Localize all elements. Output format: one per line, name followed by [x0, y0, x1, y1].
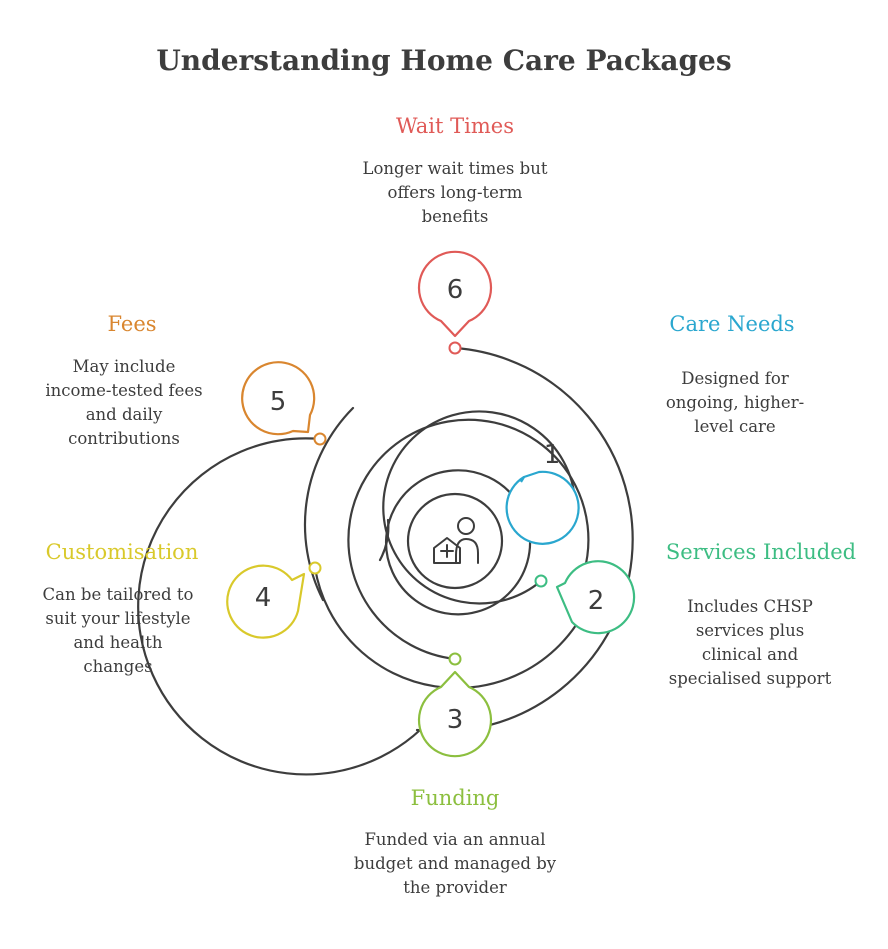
desc-services-included: Includes CHSP services plus clinical and… — [650, 595, 850, 691]
desc-line: suit your lifestyle — [45, 609, 191, 628]
center-circle — [406, 492, 504, 590]
ring-arc-1 — [384, 469, 532, 616]
ring-arc-6 — [415, 346, 634, 733]
ring-arc-4 — [313, 566, 587, 690]
step-number-5: 5 — [270, 387, 287, 417]
step-number-1: 1 — [544, 440, 561, 470]
dot-2 — [534, 574, 548, 588]
desc-funding: Funded via an annual budget and managed … — [325, 828, 585, 900]
dot-3 — [448, 652, 462, 666]
heading-customisation: Customisation — [45, 540, 199, 564]
step-bubble-4: 4 — [226, 564, 306, 639]
ring-arc-inner — [378, 518, 390, 562]
dot-4 — [308, 561, 322, 575]
dot-6 — [448, 341, 462, 355]
desc-line: budget and managed by — [353, 854, 557, 873]
desc-line: and daily — [85, 405, 163, 424]
step-bubble-1: 1 — [505, 440, 580, 545]
desc-line: specialised support — [668, 669, 832, 688]
ring-arc-3 — [347, 418, 590, 661]
dot-5 — [313, 432, 327, 446]
heading-funding: Funding — [410, 786, 500, 810]
desc-line: services plus — [695, 621, 805, 640]
ring-arc-5 — [137, 437, 442, 776]
desc-fees: May include income-tested fees and daily… — [24, 355, 224, 451]
desc-line: level care — [694, 417, 776, 436]
desc-line: the provider — [403, 878, 507, 897]
step-number-4: 4 — [255, 583, 272, 613]
step-number-2: 2 — [588, 586, 605, 616]
ring-arc-2 — [382, 410, 577, 605]
desc-customisation: Can be tailored to suit your lifestyle a… — [20, 583, 216, 679]
desc-line: Funded via an annual — [364, 830, 546, 849]
desc-line: clinical and — [701, 645, 799, 664]
desc-line: changes — [83, 657, 153, 676]
desc-line: income-tested fees — [45, 381, 203, 400]
step-bubble-2: 2 — [555, 560, 636, 635]
desc-line: May include — [72, 357, 176, 376]
desc-line: and health — [73, 633, 163, 652]
step-number-3: 3 — [447, 705, 464, 735]
heading-wait-times: Wait Times — [396, 114, 514, 138]
desc-line: contributions — [68, 429, 180, 448]
desc-wait-times: Longer wait times but offers long-term b… — [335, 157, 575, 229]
step-bubble-6: 6 — [417, 250, 493, 338]
desc-line: Designed for — [681, 369, 789, 388]
ring-arc-3b — [303, 406, 355, 602]
desc-line: Can be tailored to — [42, 585, 194, 604]
home-care-person-icon — [433, 517, 479, 564]
step-bubble-5: 5 — [241, 361, 316, 436]
desc-line: benefits — [421, 207, 489, 226]
desc-care-needs: Designed for ongoing, higher- level care — [640, 367, 830, 439]
page-title: Understanding Home Care Packages — [156, 44, 732, 77]
desc-line: ongoing, higher- — [665, 393, 805, 412]
step-bubble-3: 3 — [417, 670, 493, 758]
heading-services-included: Services Included — [665, 540, 857, 564]
heading-fees: Fees — [107, 312, 157, 336]
step-number-6: 6 — [447, 275, 464, 305]
desc-line: offers long-term — [387, 183, 523, 202]
heading-care-needs: Care Needs — [669, 312, 795, 336]
desc-line: Includes CHSP — [687, 597, 813, 616]
desc-line: Longer wait times but — [362, 159, 548, 178]
